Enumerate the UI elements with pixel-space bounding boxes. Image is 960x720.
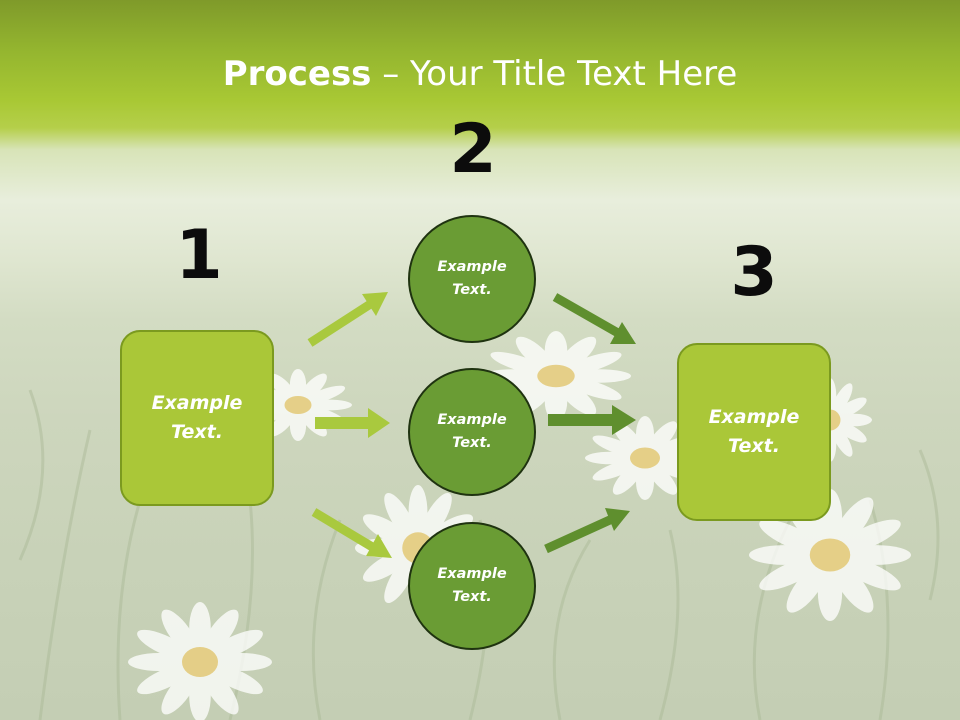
step-box-1-text: Example Text. — [151, 392, 243, 443]
step-box-1[interactable]: Example Text. — [120, 330, 274, 506]
circle-middle[interactable]: Example Text. — [408, 368, 536, 496]
circle-middle-text: Example Text. — [437, 412, 507, 451]
arrow-box1-to-circle-middle — [315, 408, 390, 438]
step-number-3: 3 — [730, 233, 778, 312]
step-box-3[interactable]: Example Text. — [677, 343, 831, 521]
circle-bottom-text: Example Text. — [437, 566, 507, 605]
arrow-box1-to-circle-top — [307, 292, 388, 347]
step-number-2: 2 — [449, 110, 497, 189]
arrow-circle-middle-to-box3 — [548, 405, 636, 435]
circle-top[interactable]: Example Text. — [408, 215, 536, 343]
title-bold: Process — [222, 54, 372, 94]
arrow-circle-top-to-box3 — [552, 293, 636, 344]
step-box-3-text: Example Text. — [708, 406, 800, 457]
circle-bottom[interactable]: Example Text. — [408, 522, 536, 650]
title-rest: – Your Title Text Here — [371, 54, 738, 94]
circle-top-text: Example Text. — [437, 259, 507, 298]
arrow-box1-to-circle-bottom — [311, 508, 392, 558]
slide-title: Process – Your Title Text Here — [0, 54, 960, 94]
step-number-1: 1 — [175, 216, 223, 295]
arrow-circle-bottom-to-box3 — [544, 508, 630, 554]
